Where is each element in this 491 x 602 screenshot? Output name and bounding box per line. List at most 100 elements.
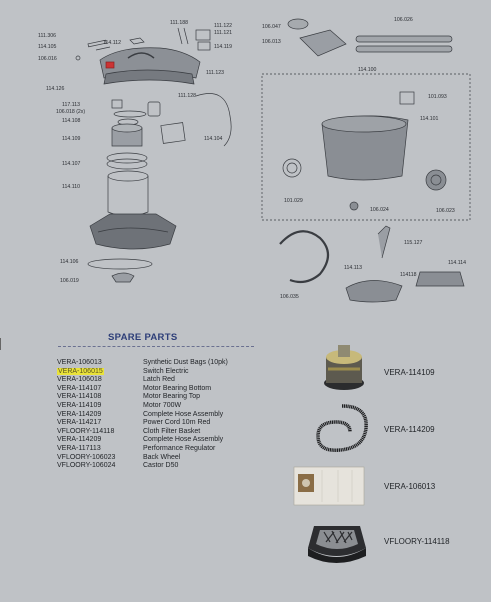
hose-icon — [279, 230, 330, 284]
floor-brush-icon — [415, 271, 465, 287]
label-114105: 114.105 — [38, 44, 56, 50]
power-cord-icon — [195, 93, 232, 147]
label-106016: 106.016 — [38, 56, 57, 62]
margin-mark — [0, 338, 4, 350]
part-111188-icon — [177, 27, 189, 45]
part-desc: Motor 700W — [143, 401, 182, 409]
label-111121: 111.121 — [214, 30, 232, 36]
part-code: VERA-114109 — [57, 401, 102, 409]
part-desc: Motor Bearing Bottom — [143, 384, 212, 392]
label-106019: 106.019 — [60, 278, 79, 284]
handle-icon — [127, 52, 155, 59]
part-114119-icon — [197, 41, 211, 51]
dust-bag-icon — [299, 29, 347, 57]
part-106018-icon — [113, 110, 147, 118]
coiled-hose-icon — [316, 404, 368, 452]
part-desc: Complete Hose Assembly — [143, 436, 224, 444]
bag-photo-label: VERA-106013 — [384, 482, 436, 491]
filter-photo — [308, 526, 366, 563]
filter-grid-icon — [323, 530, 353, 544]
label-114118: 114118 — [400, 272, 417, 278]
label-114126: 114.126 — [46, 86, 64, 92]
label-114113: 114.113 — [344, 265, 362, 271]
list-item: VFLOORY-106024 Castor D50 — [57, 462, 228, 471]
tank-ribs-icon — [97, 227, 169, 233]
spare-parts-list: VERA-106013 Synthetic Dust Bags (10pk) VE… — [57, 359, 228, 471]
list-item: VERA-106015 Switch Electric — [57, 367, 228, 377]
label-106023: 106.023 — [436, 208, 455, 214]
bag-seams-icon — [321, 470, 353, 502]
hose-photo — [316, 404, 368, 452]
part-desc: Switch Electric — [143, 367, 189, 375]
label-114119: 114.119 — [214, 44, 232, 50]
part-111122-icon — [195, 29, 211, 41]
hose-photo-label: VERA-114209 — [384, 425, 435, 434]
label-111122: 111.122 — [214, 23, 232, 29]
part-114106-icon — [87, 258, 153, 270]
motor-top-icon — [338, 345, 350, 357]
right-assembly — [261, 18, 471, 303]
tube-1-icon — [355, 35, 453, 43]
part-code: VFLOORY-114118 — [57, 427, 115, 435]
bag-opening-icon — [302, 479, 310, 487]
part-114112-icon — [129, 37, 145, 45]
part-desc: Castor D50 — [143, 462, 179, 470]
list-item: VERA-114107 Motor Bearing Bottom — [57, 385, 228, 394]
part-code: VERA-114107 — [57, 384, 102, 392]
motor-top-icon — [111, 123, 143, 133]
label-114110: 114.110 — [62, 184, 80, 190]
label-115127: 115.127 — [404, 240, 422, 246]
part-114105-icon — [95, 46, 111, 51]
label-114104: 114.104 — [204, 136, 222, 142]
label-106013: 106.013 — [262, 39, 281, 45]
title-divider — [58, 346, 254, 347]
wheel-hub-icon — [286, 162, 298, 174]
part-code-highlighted: VERA-106015 — [57, 367, 104, 375]
part-101093-icon — [399, 91, 415, 105]
part-code: VERA-106013 — [57, 359, 102, 366]
right-labels: 106.047 106.013 106.026 114.100 101.093 … — [262, 17, 466, 300]
part-desc: Back Wheel — [143, 453, 181, 461]
part-111306-icon — [87, 39, 107, 48]
label-111306: 111.306 — [38, 33, 56, 39]
label-114112: 114.112 — [103, 40, 121, 46]
part-101029-icon — [282, 158, 302, 178]
part-106023-icon — [425, 169, 447, 191]
label-114114: 114.114 — [448, 260, 466, 266]
part-code: VERA-117113 — [57, 444, 101, 452]
list-item: VERA-114209 Complete Hose Assembly — [57, 436, 228, 445]
motor-photo-label: VERA-114109 — [384, 368, 435, 377]
bag-body-icon — [293, 466, 365, 506]
part-code: VFLOORY-106024 — [57, 462, 116, 470]
part-106016-icon — [75, 55, 81, 61]
part-desc: Synthetic Dust Bags (10pk) — [143, 359, 228, 366]
part-114118-icon — [345, 280, 403, 303]
spare-parts-title: SPARE PARTS — [108, 332, 178, 343]
filter-top-icon — [107, 170, 149, 182]
label-117113: 117.113 — [62, 102, 80, 108]
tank-rim-icon — [321, 115, 407, 133]
filter-mesh-icon — [316, 530, 358, 549]
part-code: VERA-114209 — [57, 436, 102, 444]
part-106047-icon — [287, 18, 309, 30]
dust-bag-photo — [293, 466, 365, 506]
label-111123: 111.123 — [206, 70, 224, 76]
back-wheel-hub-icon — [430, 174, 442, 186]
part-code: VERA-114108 — [57, 393, 102, 401]
part-114104-icon — [160, 122, 186, 144]
cover-rim-icon — [103, 69, 195, 85]
label-101029: 101.029 — [284, 198, 303, 204]
label-111188: 111.188 — [170, 20, 188, 26]
list-item: VERA-114109 Motor 700W — [57, 402, 228, 411]
latch-red-icon — [105, 61, 115, 69]
exploded-diagram: 111.306 114.105 106.016 114.112 111.188 … — [38, 17, 471, 303]
label-106024: 106.024 — [370, 207, 389, 213]
part-106019-icon — [111, 272, 135, 283]
gasket-icon — [106, 158, 148, 170]
part-desc: Power Cord 10m Red — [143, 419, 211, 427]
